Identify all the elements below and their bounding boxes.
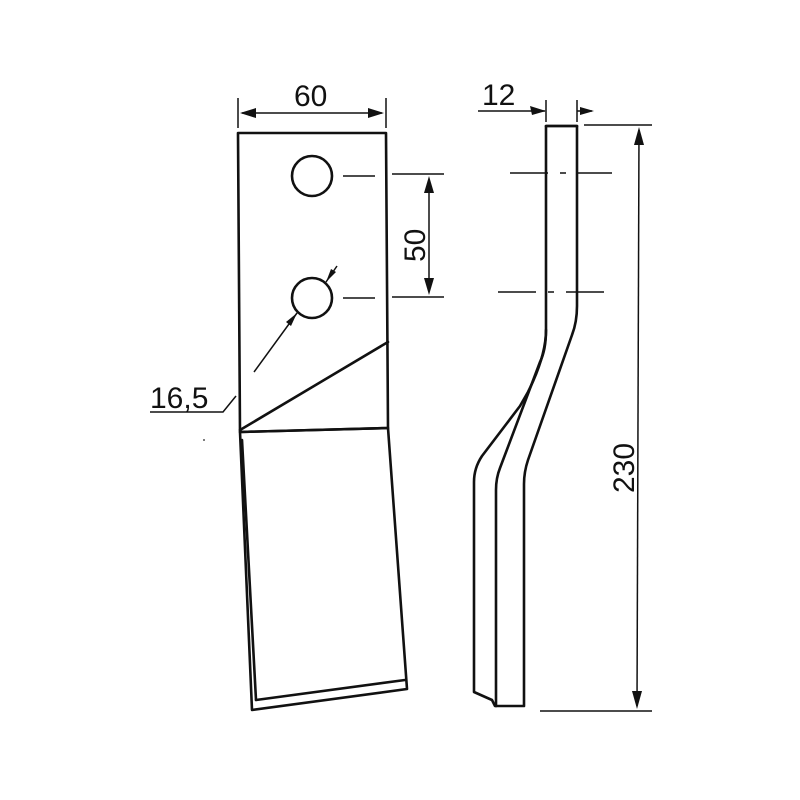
width-arrow-left-icon xyxy=(240,108,256,118)
length-label: 230 xyxy=(608,443,641,493)
hole-spacing-label: 50 xyxy=(399,229,432,262)
spacing-arrow-bottom-icon xyxy=(424,278,434,295)
mounting-hole-top xyxy=(290,154,334,198)
side-profile-outer xyxy=(472,124,579,708)
diameter-arrow-lower-icon xyxy=(286,313,297,326)
width-arrow-right-icon xyxy=(368,108,384,118)
front-bevel-line xyxy=(238,340,390,432)
thickness-arrow-right-icon xyxy=(580,107,594,115)
hole-diameter-label: 16,5 xyxy=(150,382,208,415)
front-bottom-edge xyxy=(254,678,407,702)
front-lower-blade xyxy=(238,426,409,712)
width-label: 60 xyxy=(294,80,327,113)
diameter-label-leader xyxy=(150,395,237,413)
mounting-hole-bottom xyxy=(290,276,334,320)
thickness-label: 12 xyxy=(482,79,515,112)
length-arrow-bottom-icon xyxy=(632,691,642,709)
side-view: 12 230 xyxy=(472,79,652,712)
scan-speck xyxy=(203,439,205,441)
length-arrow-top-icon xyxy=(634,127,644,145)
length-dimension-line xyxy=(636,129,640,707)
front-view: 16,5 60 50 xyxy=(150,80,444,712)
spacing-arrow-top-icon xyxy=(424,176,434,193)
side-profile-inner xyxy=(494,328,548,708)
diameter-arrow-upper-icon xyxy=(326,269,336,282)
front-left-edge-bevel xyxy=(240,438,258,702)
thickness-arrow-left-icon xyxy=(530,106,546,115)
